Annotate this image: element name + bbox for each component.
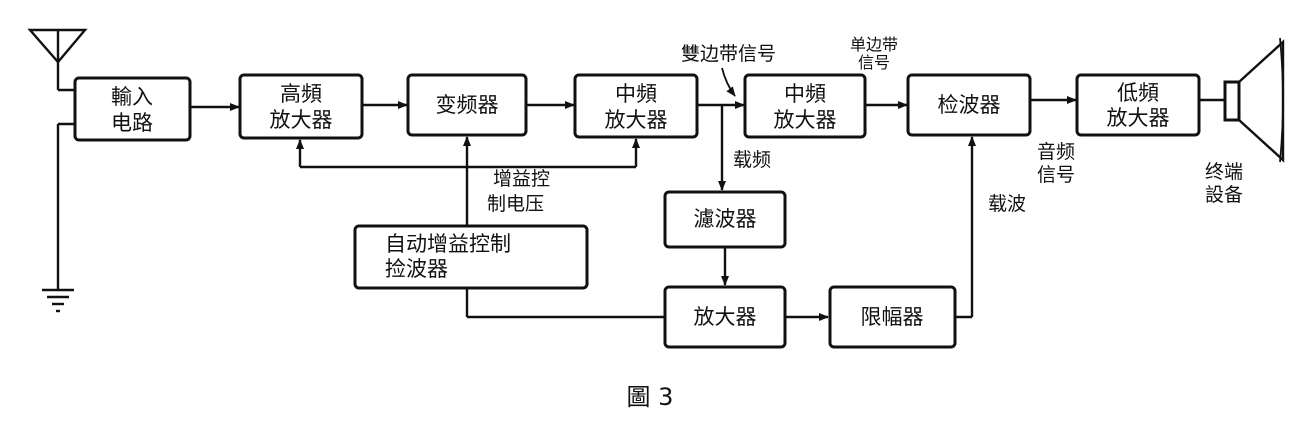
label-audio-signal-2: 信号 [1037,164,1075,186]
block-if-amplifier-1: 中頻 放大器 [573,73,699,139]
agc-feedback-path [296,136,640,226]
svg-text:低頻: 低頻 [1117,81,1159,105]
ground-icon [42,122,75,313]
svg-text:放大器: 放大器 [605,108,668,132]
svg-text:自动增益控制: 自动增益控制 [385,232,511,256]
label-pointer [721,67,736,97]
svg-text:捡波器: 捡波器 [385,257,448,281]
svg-text:限幅器: 限幅器 [861,305,924,329]
block-limiter: 限幅器 [828,285,957,349]
label-carrier: 载波 [988,193,1026,215]
label-audio-signal: 音频 [1037,141,1075,163]
block-carrier-amplifier: 放大器 [663,285,787,349]
carrier-recovery-path [465,105,976,321]
label-carrier-frequency: 载频 [733,149,771,171]
label-single-sideband: 单边带 [850,35,898,54]
label-gain-control-voltage: 增益控 [493,168,550,190]
svg-text:高頻: 高頻 [280,82,322,106]
svg-text:中頻: 中頻 [615,82,657,106]
block-if-amplifier-2: 中頻 放大器 [743,73,867,139]
svg-text:放大器: 放大器 [1107,106,1170,130]
svg-text:中頻: 中頻 [784,82,826,106]
label-single-sideband-2: 信号 [858,53,890,72]
block-af-amplifier: 低頻 放大器 [1075,73,1201,137]
svg-text:变频器: 变频器 [436,93,499,117]
block-input-circuit: 輸入 电路 [73,76,192,142]
antenna-icon [27,28,88,92]
svg-text:輸入: 輸入 [111,85,153,109]
signal-path-main [190,96,1225,111]
label-terminal-equipment-2: 設备 [1205,184,1243,206]
block-rf-amplifier: 高頻 放大器 [238,73,364,140]
block-filter: 濾波器 [663,190,787,249]
block-mixer: 变频器 [406,73,528,137]
label-gain-control-voltage-2: 制电压 [487,193,544,215]
speaker-icon [1223,37,1285,163]
svg-text:放大器: 放大器 [694,305,757,329]
label-terminal-equipment: 终端 [1205,161,1243,183]
block-detector: 检波器 [906,73,1032,137]
svg-text:电路: 电路 [111,111,153,135]
svg-text:濾波器: 濾波器 [694,207,757,231]
label-double-sideband: 雙边带信号 [681,43,776,65]
svg-text:放大器: 放大器 [774,108,837,132]
svg-text:放大器: 放大器 [270,108,333,132]
block-agc-detector: 自动增益控制 捡波器 [353,224,589,290]
svg-text:检波器: 检波器 [938,93,1001,117]
figure-caption: 圖 3 [627,383,674,411]
